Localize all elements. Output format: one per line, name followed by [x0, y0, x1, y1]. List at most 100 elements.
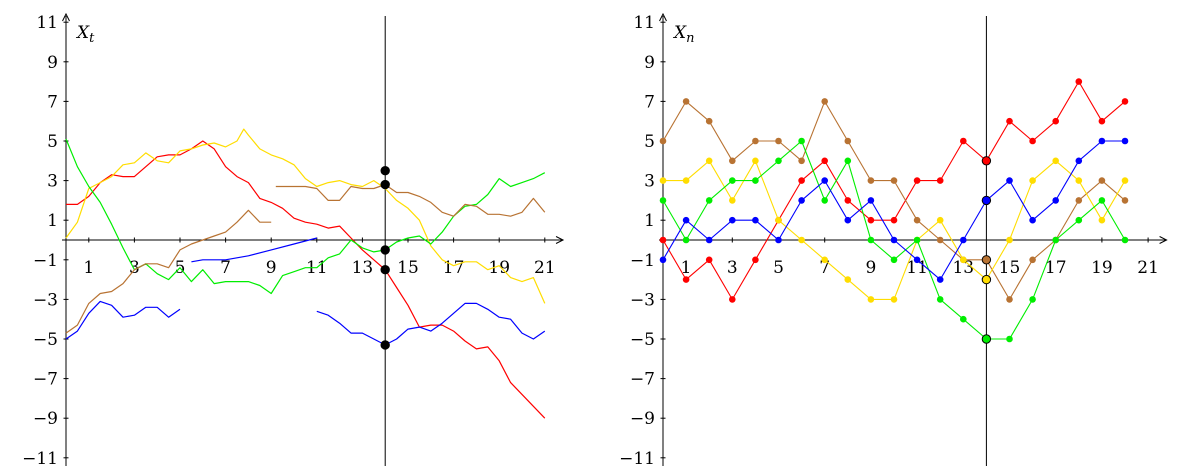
marker-point: [981, 195, 992, 206]
data-point: [936, 236, 944, 244]
x-tick-label: 17: [1045, 258, 1067, 278]
data-point: [682, 216, 690, 224]
data-point: [890, 177, 898, 184]
y-tick-label: 7: [644, 92, 655, 112]
x-tick-label: 15: [397, 258, 419, 278]
x-tick-label: 13: [352, 258, 374, 278]
data-point: [775, 236, 782, 244]
data-point: [1029, 296, 1036, 303]
data-point: [1121, 236, 1129, 244]
data-point: [821, 197, 828, 204]
y-tick-label: 1: [644, 211, 655, 231]
marker-point: [380, 179, 390, 190]
data-point: [682, 276, 690, 283]
x-tick-label: 1: [681, 258, 692, 278]
series-line: [65, 128, 546, 304]
marker-point: [380, 265, 390, 275]
data-point: [913, 256, 921, 264]
data-point: [705, 157, 713, 165]
data-point: [798, 177, 805, 184]
data-point: [867, 296, 875, 303]
x-tick-label: 7: [819, 258, 830, 278]
y-tick-label: −9: [630, 409, 655, 429]
data-point: [936, 177, 944, 184]
data-point: [844, 276, 852, 283]
y-axis-label: Xt: [75, 23, 95, 46]
y-tick-label: 5: [47, 132, 58, 152]
data-point: [752, 256, 759, 264]
data-point: [913, 177, 921, 184]
series-line: [316, 302, 546, 346]
x-axis-arrow: [1159, 236, 1168, 244]
y-tick-label: −1: [630, 251, 655, 271]
data-point: [1052, 157, 1059, 165]
series-line: [66, 140, 546, 419]
data-point: [682, 236, 690, 244]
data-point: [936, 276, 944, 283]
x-tick-label: 21: [1137, 258, 1159, 278]
data-point: [1121, 137, 1129, 145]
data-point: [1075, 177, 1083, 184]
data-point: [775, 157, 782, 165]
data-point: [1029, 177, 1036, 184]
marker-point: [380, 245, 390, 255]
y-tick-label: 11: [36, 13, 58, 33]
data-point: [729, 296, 736, 303]
data-point: [1075, 78, 1083, 85]
y-tick-label: 1: [47, 211, 58, 231]
data-point: [1098, 197, 1106, 204]
x-tick-label: 15: [999, 258, 1021, 278]
x-tick-label: 19: [488, 258, 510, 278]
x-tick-label: 1: [83, 258, 94, 278]
data-point: [844, 216, 852, 224]
data-point: [1006, 177, 1013, 184]
data-point: [1098, 177, 1106, 184]
x-tick-label: 9: [266, 258, 277, 278]
data-point: [960, 256, 967, 264]
x-tick-label: 19: [1091, 258, 1113, 278]
data-point: [752, 216, 759, 224]
series-line: [275, 184, 546, 217]
data-point: [960, 315, 967, 323]
data-point: [752, 177, 759, 184]
marker-point: [981, 255, 992, 265]
data-point: [821, 98, 828, 105]
x-axis-arrow: [555, 236, 565, 244]
series-line: [191, 237, 317, 263]
x-tick-label: 13: [952, 258, 974, 278]
y-tick-label: −5: [630, 330, 655, 350]
data-point: [752, 157, 759, 165]
y-axis-arrow: [659, 12, 667, 22]
data-point: [1029, 137, 1036, 145]
data-point: [705, 197, 713, 204]
y-tick-label: −3: [630, 290, 655, 310]
y-tick-label: 3: [644, 172, 655, 192]
data-point: [729, 177, 736, 184]
y-tick-label: 9: [47, 53, 58, 73]
x-tick-label: 11: [906, 258, 928, 278]
data-point: [890, 256, 898, 264]
data-point: [1029, 216, 1036, 224]
data-point: [798, 197, 805, 204]
series-line: [65, 300, 181, 340]
y-tick-label: 7: [47, 92, 58, 112]
data-point: [1006, 117, 1013, 125]
x-tick-label: 3: [727, 258, 738, 278]
data-point: [1052, 117, 1059, 125]
x-tick-label: 21: [534, 258, 556, 278]
y-axis-arrow: [62, 12, 70, 22]
marker-point: [380, 166, 390, 176]
y-tick-label: −5: [33, 330, 58, 350]
marker-point: [380, 340, 390, 350]
data-point: [1098, 117, 1106, 125]
data-point: [1121, 98, 1129, 105]
series-line: [65, 209, 272, 334]
marker-point: [981, 156, 992, 166]
data-point: [1006, 296, 1013, 303]
data-point: [960, 137, 967, 145]
data-point: [1006, 335, 1013, 343]
data-point: [1121, 197, 1129, 204]
